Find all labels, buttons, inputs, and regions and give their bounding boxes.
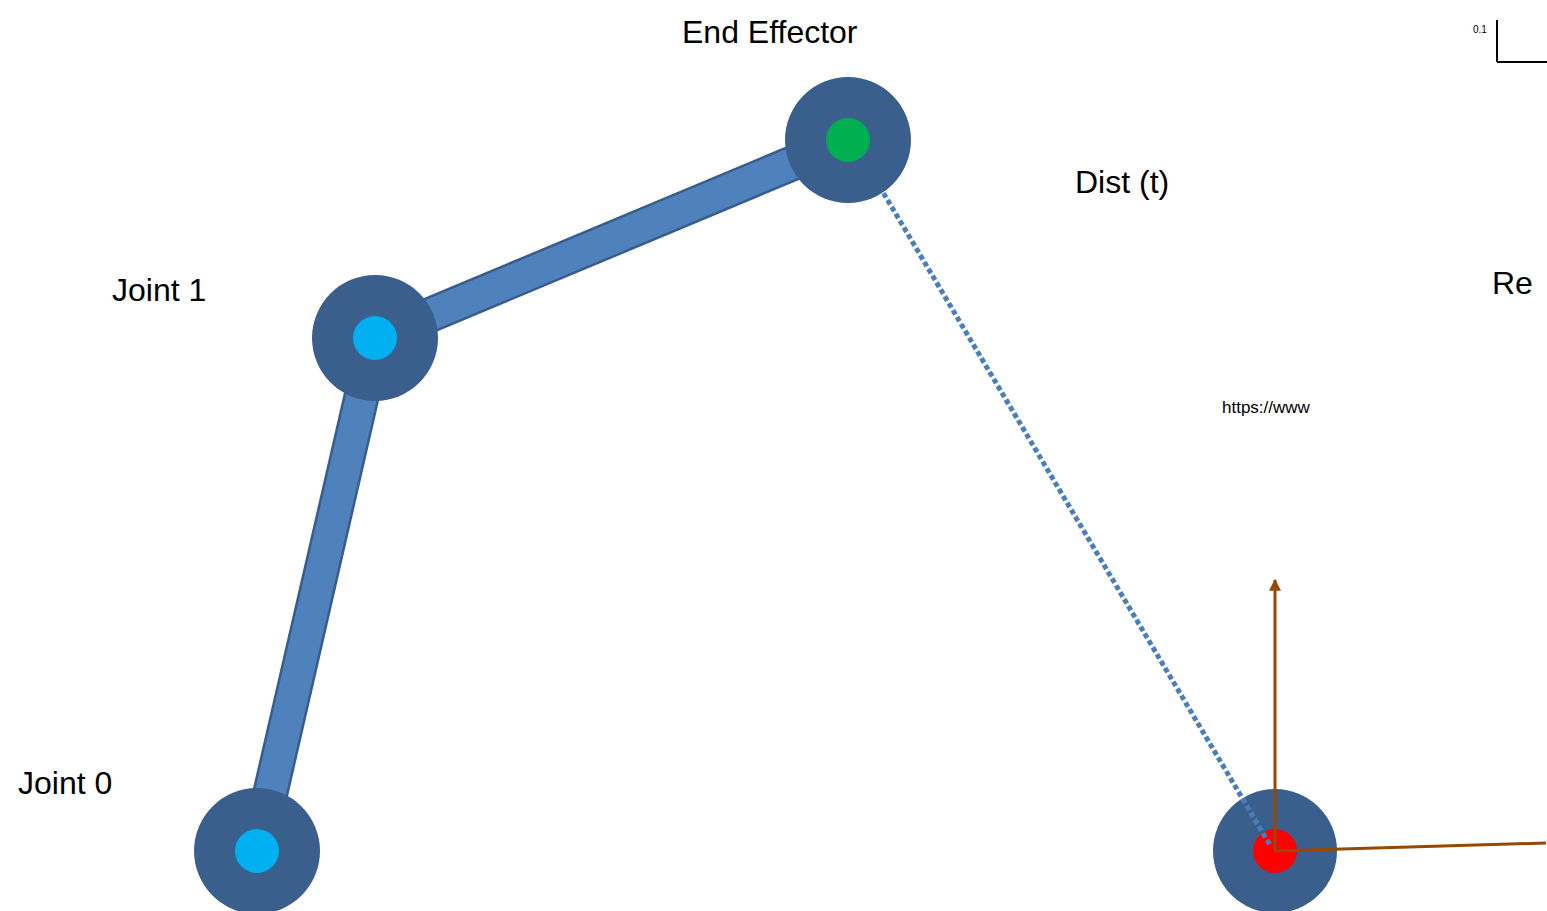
arm-link: [415, 157, 809, 322]
axis-tick: 0.1: [1473, 24, 1487, 36]
distance-line: [855, 145, 1270, 845]
node-label: Joint 1: [112, 271, 206, 309]
node-label: Joint 0: [18, 764, 112, 802]
joint-dot: [826, 118, 870, 162]
joint-dot: [353, 316, 397, 360]
cropped-heading: Re: [1492, 264, 1533, 302]
joint-circle: Joint 1: [312, 275, 438, 401]
joint-dot: [235, 829, 279, 873]
node-label: End Effector: [682, 13, 858, 51]
arm-link: [267, 380, 366, 809]
joint-circle: Joint 0: [194, 788, 320, 911]
coordinate-axes: [1275, 580, 1546, 851]
url-text: https://www: [1222, 398, 1310, 418]
chart-fragment: [1497, 20, 1547, 62]
end-effector-circle: End Effector: [785, 77, 911, 203]
distance-label: Dist (t): [1075, 163, 1169, 201]
